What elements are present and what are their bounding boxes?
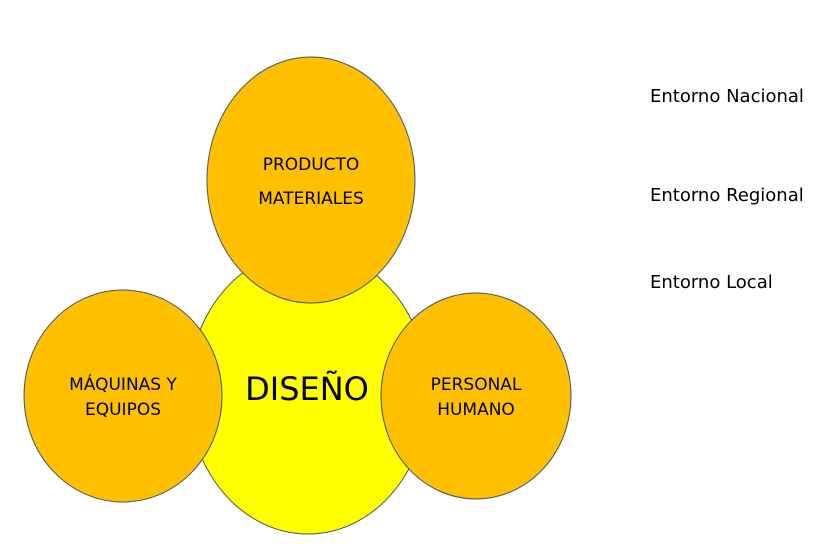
circle-personal-humano — [380, 292, 572, 500]
circle-maquinas-equipos — [23, 289, 223, 503]
left-label-line2: EQUIPOS — [85, 400, 161, 420]
label-entorno-regional: Entorno Regional — [650, 185, 804, 206]
top-label-line2: MATERIALES — [258, 189, 364, 209]
circle-producto-materiales — [206, 56, 416, 304]
left-label-line1: MÁQUINAS Y — [69, 373, 177, 395]
right-label-line1: PERSONAL — [431, 375, 522, 395]
label-entorno-local: Entorno Local — [650, 272, 773, 293]
right-label-line2: HUMANO — [437, 400, 515, 420]
center-label: DISEÑO — [245, 370, 369, 408]
label-entorno-nacional: Entorno Nacional — [650, 86, 804, 107]
top-label-line1: PRODUCTO — [263, 155, 360, 175]
